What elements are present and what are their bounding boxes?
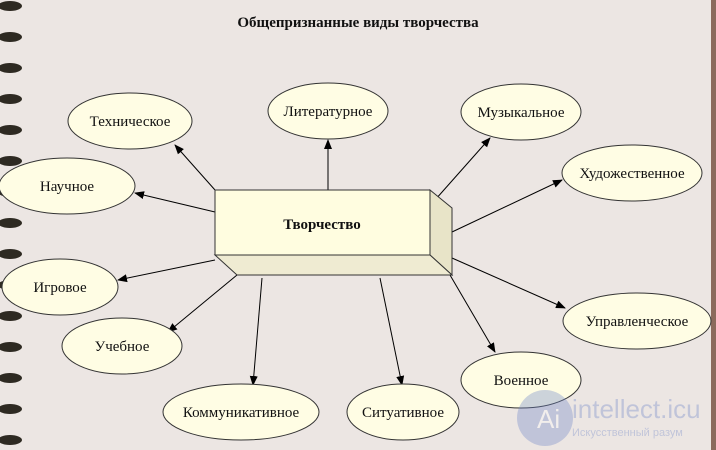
binder-ring-icon — [0, 1, 22, 11]
arrow — [117, 259, 216, 283]
arrow — [451, 257, 566, 309]
binder-ring-icon — [0, 311, 22, 321]
node-ellipse: Военное — [460, 351, 582, 409]
node-ellipse: Музыкальное — [460, 83, 582, 141]
node-ellipse: Техническое — [67, 92, 193, 150]
node-label: Художественное — [579, 166, 685, 182]
node-label: Игровое — [33, 280, 87, 296]
binder-ring-icon — [0, 249, 22, 259]
binder-ring-icon — [0, 32, 22, 42]
node-label: Военное — [494, 373, 549, 389]
binder-ring-icon — [0, 125, 22, 135]
svg-text:Ai: Ai — [537, 404, 560, 434]
binder-ring-icon — [0, 156, 22, 166]
node-ellipse: Научное — [0, 157, 136, 215]
watermark-tagline: Искусственный разум — [572, 427, 683, 439]
node-label: Коммуникативное — [183, 405, 300, 421]
node-ellipse: Литературное — [267, 82, 389, 140]
node-ellipse: Игровое — [1, 258, 119, 316]
node-label: Научное — [40, 179, 94, 195]
arrow — [449, 274, 496, 353]
arrow — [451, 179, 563, 233]
binder-ring-icon — [0, 94, 22, 104]
center-label: Творчество — [283, 217, 361, 233]
node-ellipse: Художественное — [561, 144, 703, 202]
arrow — [249, 277, 263, 386]
node-ellipse: Учебное — [61, 317, 183, 375]
node-ellipse: Управленческое — [562, 292, 712, 350]
node-label: Управленческое — [586, 314, 689, 330]
arrow — [167, 274, 238, 333]
binder-ring-icon — [0, 63, 22, 73]
node-label: Ситуативное — [362, 405, 444, 421]
node-label: Литературное — [284, 104, 373, 120]
watermark-brand: intellect.icu — [572, 394, 701, 424]
node-label: Музыкальное — [477, 105, 564, 121]
binder-ring-icon — [0, 342, 22, 352]
arrow — [174, 144, 216, 191]
center-box: Творчество — [213, 188, 454, 277]
binder-ring-icon — [0, 435, 22, 445]
arrow — [134, 191, 216, 213]
node-label: Учебное — [95, 339, 150, 355]
binder-ring-icon — [0, 218, 22, 228]
binder-rings — [0, 1, 22, 445]
node-label: Техническое — [90, 114, 171, 130]
watermark: Ai intellect.icu Искусственный разум — [517, 390, 701, 446]
node-ellipse: Коммуникативное — [162, 383, 320, 441]
arrow — [379, 277, 405, 386]
arrows — [117, 137, 566, 386]
binder-ring-icon — [0, 404, 22, 414]
page-title: Общепризнанные виды творчества — [237, 15, 479, 31]
binder-ring-icon — [0, 373, 22, 383]
right-frame — [711, 0, 716, 450]
node-ellipse: Ситуативное — [346, 383, 460, 441]
arrow — [434, 137, 491, 201]
